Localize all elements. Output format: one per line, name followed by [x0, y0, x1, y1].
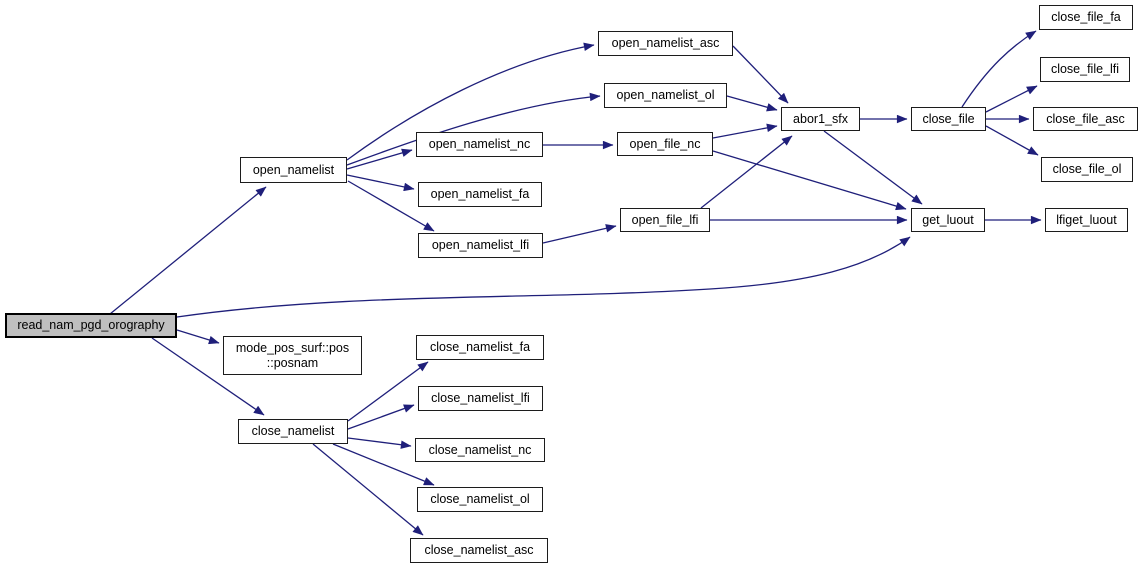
edge-open_namelist-to-open_namelist_asc — [346, 42, 595, 161]
edge-open_namelist-to-open_namelist_lfi — [347, 180, 435, 232]
node-lfiget-luout[interactable]: lfiget_luout — [1045, 208, 1128, 232]
node-open-file-nc[interactable]: open_file_nc — [617, 132, 713, 156]
edge-open_file_nc-to-abor1_sfx — [712, 123, 778, 139]
edge-open_namelist-to-open_namelist_nc — [346, 148, 413, 170]
node-close-namelist-asc[interactable]: close_namelist_asc — [410, 538, 548, 563]
edge-read_nam_pgd_orography-to-get_luout — [176, 236, 911, 318]
node-close-namelist-lfi[interactable]: close_namelist_lfi — [418, 386, 543, 411]
edge-open_file_lfi-to-abor1_sfx — [700, 135, 793, 209]
edge-close_namelist-to-close_namelist_lfi — [347, 404, 415, 430]
node-abor1-sfx[interactable]: abor1_sfx — [781, 107, 860, 131]
node-close-namelist-ol[interactable]: close_namelist_ol — [417, 487, 543, 512]
edge-abor1_sfx-to-get_luout — [823, 130, 923, 205]
edge-open_namelist_ol-to-abor1_sfx — [726, 95, 778, 112]
edge-open_namelist-to-open_namelist_ol — [346, 92, 601, 166]
edge-read_nam_pgd_orography-to-open_namelist — [109, 186, 267, 315]
node-open-namelist-asc[interactable]: open_namelist_asc — [598, 31, 733, 56]
edge-open_namelist_asc-to-abor1_sfx — [732, 45, 789, 104]
edge-open_namelist-to-open_namelist_fa — [346, 174, 415, 192]
edge-open_file_nc-to-get_luout — [712, 150, 907, 211]
node-close-namelist[interactable]: close_namelist — [238, 419, 348, 444]
edge-read_nam_pgd_orography-to-mode_pos_surf_posnam — [176, 329, 220, 345]
edge-read_nam_pgd_orography-to-close_namelist — [151, 337, 265, 416]
node-open-namelist-nc[interactable]: open_namelist_nc — [416, 132, 543, 157]
node-open-namelist-lfi[interactable]: open_namelist_lfi — [418, 233, 543, 258]
edge-close_namelist-to-close_namelist_ol — [332, 443, 435, 486]
node-open-file-lfi[interactable]: open_file_lfi — [620, 208, 710, 232]
node-close-file[interactable]: close_file — [911, 107, 986, 131]
node-close-file-lfi[interactable]: close_file_lfi — [1040, 57, 1130, 82]
edge-close_file-to-close_file_ol — [985, 125, 1039, 156]
node-open-namelist-ol[interactable]: open_namelist_ol — [604, 83, 727, 108]
edge-open_namelist_lfi-to-open_file_lfi — [542, 224, 617, 244]
node-close-file-fa[interactable]: close_file_fa — [1039, 5, 1133, 30]
edge-close_namelist-to-close_namelist_nc — [347, 437, 412, 449]
node-close-file-asc[interactable]: close_file_asc — [1033, 107, 1138, 131]
edge-close_namelist-to-close_namelist_asc — [312, 443, 424, 536]
node-open-namelist[interactable]: open_namelist — [240, 157, 347, 183]
node-read-nam-pgd-orography: read_nam_pgd_orography — [5, 313, 177, 338]
node-close-namelist-nc[interactable]: close_namelist_nc — [415, 438, 545, 462]
node-mode-pos-surf-posnam[interactable]: mode_pos_surf::pos ::posnam — [223, 336, 362, 375]
node-close-file-ol[interactable]: close_file_ol — [1041, 157, 1133, 182]
edge-close_namelist-to-close_namelist_fa — [347, 361, 429, 422]
node-open-namelist-fa[interactable]: open_namelist_fa — [418, 182, 542, 207]
node-get-luout[interactable]: get_luout — [911, 208, 985, 232]
edge-close_file-to-close_file_lfi — [985, 85, 1038, 113]
edge-close_file-to-close_file_fa — [961, 30, 1037, 108]
node-close-namelist-fa[interactable]: close_namelist_fa — [416, 335, 544, 360]
